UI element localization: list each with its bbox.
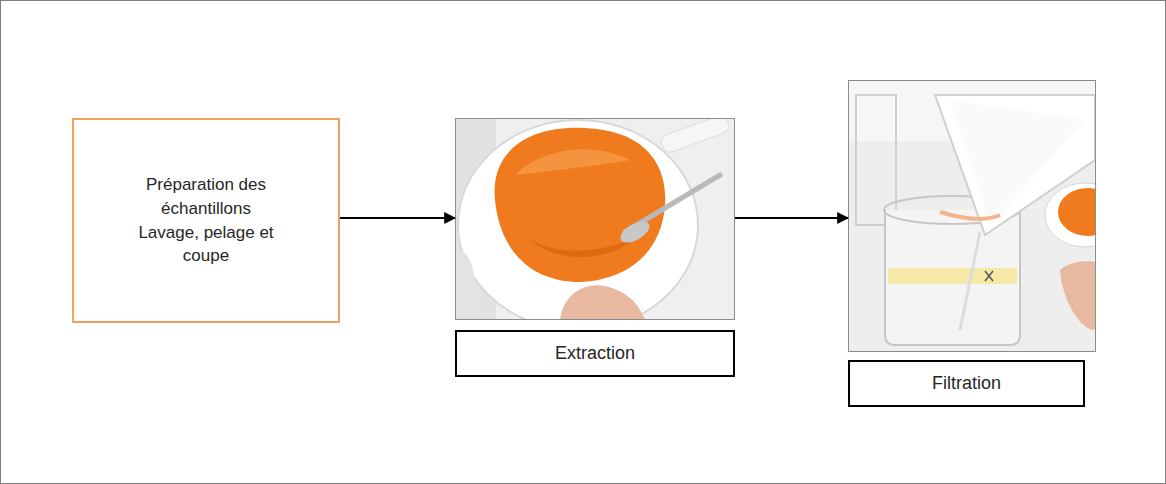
step-text: Préparation des échantillons Lavage, pel… — [130, 173, 282, 268]
spoon-head — [617, 217, 653, 247]
carrot-mash — [495, 128, 666, 282]
step-label-box: Filtration — [848, 360, 1085, 407]
mortar-bowl — [458, 120, 698, 319]
flow-arrow — [735, 217, 848, 219]
tape-mark — [985, 271, 993, 281]
step-panel: Extraction — [455, 118, 735, 376]
filtrate — [940, 212, 1000, 219]
mash-highlight — [515, 149, 630, 175]
mortar-bowl — [1045, 183, 1095, 247]
step-panel: Filtration — [848, 80, 1096, 406]
step-label: Filtration — [858, 372, 1075, 395]
glass-rod — [960, 232, 980, 330]
photo-border — [849, 81, 1096, 352]
beaker — [885, 210, 1020, 345]
photo-edge — [456, 250, 476, 319]
beaker-tape — [888, 268, 1017, 284]
process-box: Préparation des échantillons Lavage, pel… — [72, 118, 340, 323]
flow-arrow — [340, 217, 455, 219]
filtration-photo — [849, 81, 1095, 351]
step-label: Extraction — [465, 342, 725, 365]
back-glassware — [856, 95, 896, 225]
hand — [1060, 261, 1095, 330]
step-label-box: Extraction — [455, 330, 735, 377]
hand — [560, 285, 645, 319]
extraction-photo — [456, 119, 734, 319]
photo-border — [456, 119, 735, 320]
carrot-mash — [1058, 188, 1095, 236]
pestle — [659, 119, 731, 154]
